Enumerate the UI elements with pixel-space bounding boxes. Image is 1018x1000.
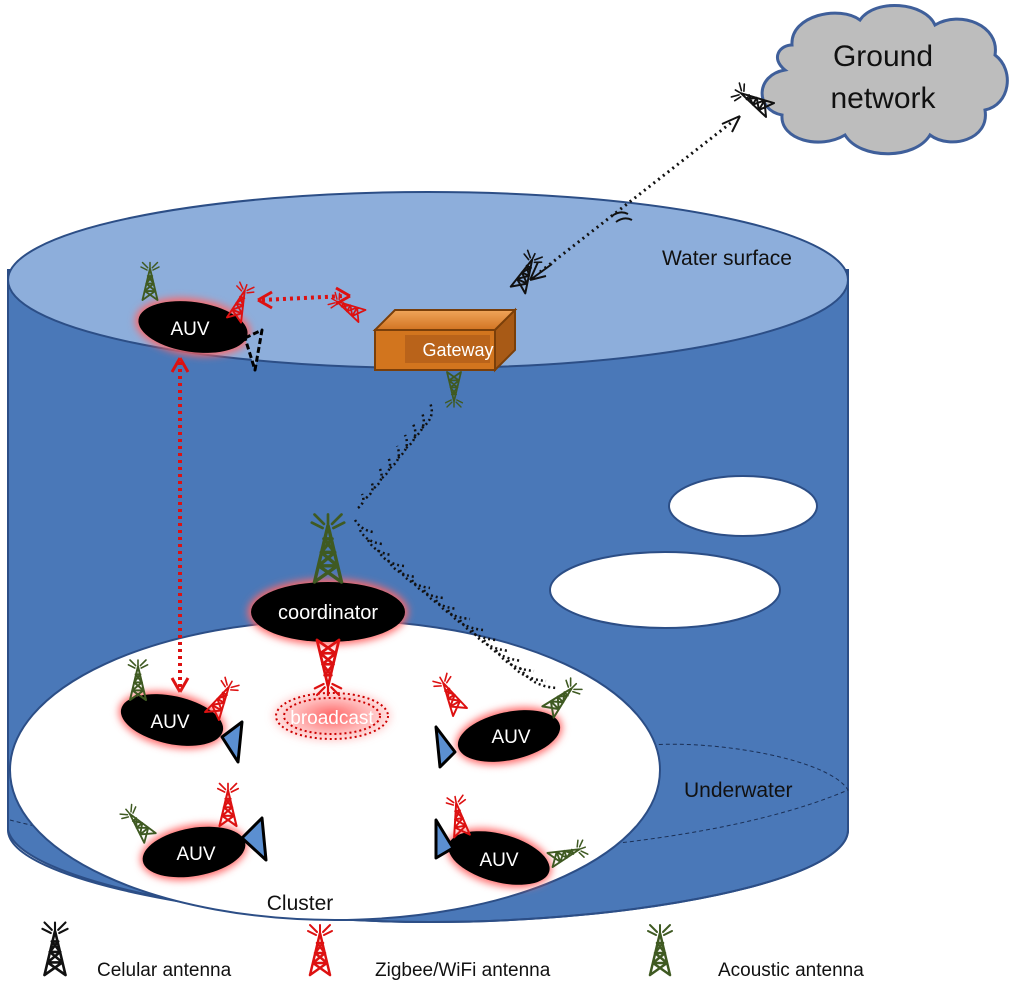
ground-network-label-line1: Ground [833, 40, 933, 73]
coordinator-label: coordinator [278, 602, 378, 624]
auv-3-body [142, 826, 246, 878]
auv-4-label: AUV [479, 850, 518, 871]
broadcast-label: broadcast [290, 708, 374, 729]
underwater-label: Underwater [684, 779, 793, 802]
cylinder-bottom-edge [7, 829, 849, 924]
legend-acoustic-label: Acoustic antenna [718, 960, 864, 981]
acoustic-antenna-icon [646, 923, 674, 977]
auv-2-body [457, 710, 561, 762]
auv-surface-body [138, 301, 248, 353]
bubble-small [668, 475, 818, 537]
zigbee-wifi-antenna-icon [306, 923, 334, 977]
gateway-label: Gateway [422, 340, 493, 360]
ground-network-cloud [760, 3, 1009, 156]
cellular-antenna-icon [41, 921, 69, 977]
cellular-link-arrow-a [529, 261, 553, 281]
legend-zigbee-label: Zigbee/WiFi antenna [375, 960, 551, 981]
coordinator-body [251, 582, 405, 642]
auv-4-body [448, 831, 550, 885]
legend-cellular-label: Celular antenna [97, 960, 232, 981]
auv-1-label: AUV [150, 712, 189, 733]
water-surface-label: Water surface [662, 247, 792, 270]
auv-fins [220, 328, 457, 862]
auv-2-label: AUV [491, 727, 530, 748]
auv-bodies [118, 298, 563, 888]
cellular-link-arrow-b [721, 115, 741, 133]
acoustic-waves-lower [353, 519, 559, 690]
cluster-ellipse [9, 619, 661, 921]
cluster-label: Cluster [267, 892, 334, 915]
acoustic-waves-upper [357, 402, 433, 509]
auv-surface-label: AUV [170, 319, 209, 340]
auv-1-body [120, 694, 224, 746]
gateway-box [372, 307, 518, 373]
labels: Ground network Water surface Underwater … [97, 40, 937, 981]
cellular-link [539, 120, 733, 274]
ground-network-label-line2: network [830, 82, 936, 115]
broadcast-area [272, 690, 392, 742]
auv-3-label: AUV [176, 844, 215, 865]
bubble-large [549, 551, 781, 629]
links [170, 115, 741, 693]
